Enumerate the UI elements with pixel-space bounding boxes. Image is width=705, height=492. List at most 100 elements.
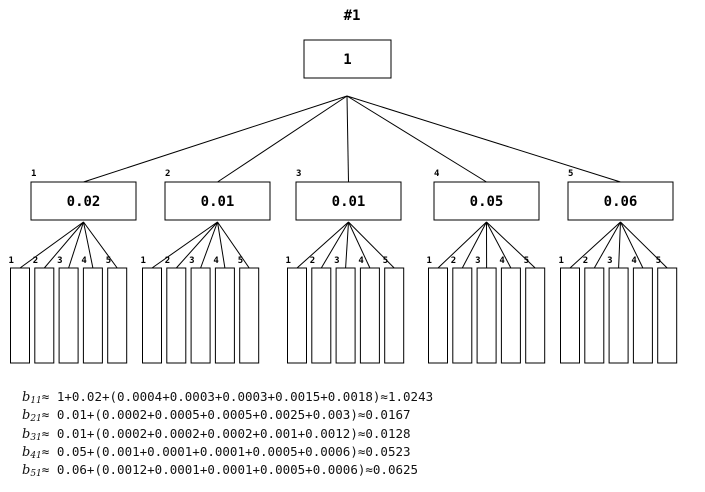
- leaf-node: [632, 267, 653, 364]
- branch-node: [295, 181, 402, 221]
- leaf-connector: [43, 221, 84, 269]
- leaf-connector: [486, 221, 512, 269]
- branch-index: 3: [296, 169, 301, 179]
- formula-expression: ≈ 0.01+(0.0002+0.0002+0.0002+0.001+0.001…: [41, 425, 411, 441]
- leaf-index: 5: [106, 256, 111, 266]
- leaf-connector: [620, 221, 668, 269]
- leaf-index: 2: [451, 256, 456, 266]
- root-label: 1: [343, 52, 351, 68]
- formula-subscript: 31: [30, 432, 42, 443]
- leaf-node: [34, 267, 55, 364]
- leaf-connector: [437, 221, 487, 269]
- root-connector: [346, 95, 349, 183]
- leaf-node: [608, 267, 629, 364]
- leaf-node: [214, 267, 235, 364]
- leaf-connector: [296, 221, 349, 269]
- leaf-node: [428, 267, 448, 364]
- diagram-title: #1: [344, 8, 361, 24]
- leaf-node: [560, 267, 580, 364]
- formula-expression: ≈ 0.05+(0.001+0.0001+0.0001+0.0005+0.000…: [41, 443, 411, 459]
- leaf-index: 4: [81, 256, 87, 266]
- formula-symbol: b: [22, 390, 31, 405]
- leaf-connector: [620, 221, 644, 269]
- leaf-index: 4: [631, 256, 637, 266]
- branch-node: [30, 181, 137, 221]
- formula-subscript: 21: [30, 414, 42, 425]
- branch-index: 1: [31, 169, 36, 179]
- branch-index: 2: [165, 169, 170, 179]
- leaf-node: [359, 267, 380, 364]
- branch-value: 0.02: [67, 194, 101, 210]
- root-node: [303, 39, 392, 79]
- branch-value: 0.01: [332, 194, 366, 210]
- leaf-connector: [486, 221, 536, 269]
- leaf-index: 2: [583, 256, 588, 266]
- leaf-connector: [345, 221, 349, 269]
- leaf-index: 5: [656, 256, 661, 266]
- leaf-node: [657, 267, 678, 364]
- leaf-index: 1: [427, 256, 432, 266]
- formula-symbol: b: [22, 444, 31, 460]
- leaf-connector: [68, 221, 84, 269]
- formula-row: b51≈ 0.06+(0.0012+0.0001+0.0001+0.0005+0…: [22, 461, 433, 479]
- leaf-node: [190, 267, 211, 364]
- formula-subscript: 51: [30, 469, 42, 480]
- leaf-node: [107, 267, 128, 364]
- leaf-index: 3: [607, 256, 612, 266]
- leaf-node: [335, 267, 356, 364]
- leaf-connector: [200, 221, 218, 269]
- leaf-connector: [217, 221, 226, 269]
- leaf-index: 3: [475, 256, 480, 266]
- leaf-index: 5: [524, 256, 529, 266]
- formula-list: b11≈ 1+0.02+(0.0004+0.0003+0.0003+0.0015…: [22, 388, 433, 479]
- formula-expression: ≈ 0.01+(0.0002+0.0005+0.0005+0.0025+0.00…: [41, 407, 411, 423]
- branch-node: [433, 181, 540, 221]
- leaf-connector: [593, 221, 621, 269]
- leaf-index: 2: [165, 256, 170, 266]
- root-connector: [83, 95, 348, 183]
- branch-value: 0.05: [470, 194, 504, 210]
- leaf-connector: [348, 221, 371, 269]
- branch-value: 0.06: [604, 194, 638, 210]
- leaf-connector: [151, 221, 218, 269]
- leaf-index: 5: [238, 256, 243, 266]
- branch-value: 0.01: [201, 194, 235, 210]
- leaf-index: 1: [9, 256, 14, 266]
- leaf-index: 1: [559, 256, 564, 266]
- root-connector: [217, 95, 348, 183]
- leaf-index: 3: [57, 256, 62, 266]
- leaf-node: [239, 267, 260, 364]
- leaf-connector: [618, 221, 621, 269]
- formula-expression: ≈ 1+0.02+(0.0004+0.0003+0.0003+0.0015+0.…: [41, 389, 434, 404]
- leaf-index: 4: [499, 256, 505, 266]
- leaf-node: [58, 267, 79, 364]
- leaf-node: [311, 267, 332, 364]
- formula-symbol: b: [22, 408, 31, 424]
- leaf-node: [82, 267, 103, 364]
- leaf-connector: [348, 221, 395, 269]
- branch-layer: 0.02 1 1 2 3 4 5 0.01 2 1 2 3 4 5 0.01 3 1 2 3 4 5 0.05 4 1 2 3 4 5…: [9, 95, 678, 364]
- leaf-node: [584, 267, 605, 364]
- leaf-node: [384, 267, 405, 364]
- leaf-connector: [83, 221, 94, 269]
- leaf-connector: [175, 221, 218, 269]
- leaf-node: [452, 267, 473, 364]
- formula-row: b11≈ 1+0.02+(0.0004+0.0003+0.0003+0.0015…: [22, 388, 433, 406]
- root-connector: [346, 95, 487, 183]
- leaf-node: [476, 267, 497, 364]
- formula-expression: ≈ 0.06+(0.0012+0.0001+0.0001+0.0005+0.00…: [41, 462, 419, 478]
- leaf-node: [500, 267, 521, 364]
- leaf-index: 4: [358, 256, 364, 266]
- branch-node: [164, 181, 271, 221]
- branch-index: 4: [434, 169, 440, 179]
- leaf-index: 1: [286, 256, 291, 266]
- leaf-index: 2: [310, 256, 315, 266]
- formula-row: b31≈ 0.01+(0.0002+0.0002+0.0002+0.001+0.…: [22, 425, 433, 443]
- leaf-index: 3: [189, 256, 194, 266]
- formula-subscript: 41: [30, 450, 42, 461]
- leaf-node: [10, 267, 30, 364]
- leaf-index: 4: [213, 256, 219, 266]
- formula-subscript: 11: [30, 396, 42, 406]
- leaf-connector: [83, 221, 118, 269]
